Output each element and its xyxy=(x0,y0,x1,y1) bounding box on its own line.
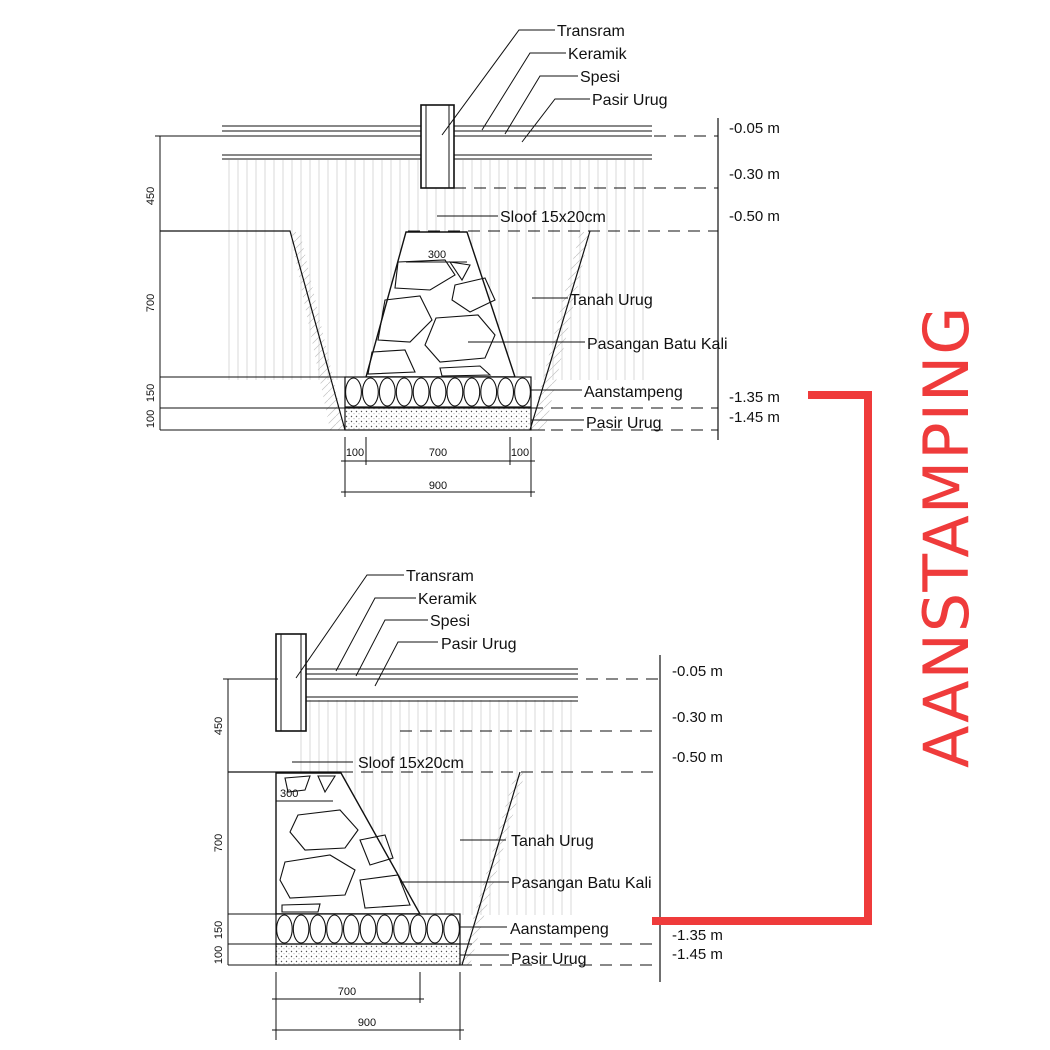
aanstampeng-stone xyxy=(395,377,413,407)
leaders-b xyxy=(292,574,509,956)
dim-b100-left-a: 100 xyxy=(346,447,364,459)
label-pasir-urug-top-b: Pasir Urug xyxy=(441,636,517,653)
aanstampeng-stones-a xyxy=(345,377,531,407)
aanstampeng-stone xyxy=(443,914,460,944)
detail-b: 450 700 150 100 300 700 900 Tr xyxy=(213,568,723,1040)
level-l3-a: -0.50 m xyxy=(729,208,780,225)
aanstampeng-stone xyxy=(376,914,394,944)
level-l5-a: -1.45 m xyxy=(729,409,780,426)
leaders-a xyxy=(437,29,590,421)
dim-450-a: 450 xyxy=(145,187,157,205)
label-tanah-urug-a: Tanah Urug xyxy=(570,292,653,309)
aanstampeng-stone xyxy=(326,914,343,944)
dim-150-b: 150 xyxy=(213,921,225,939)
dim-300-b: 300 xyxy=(280,788,298,800)
label-pasir-urug-bottom-b: Pasir Urug xyxy=(511,951,587,968)
level-l3-b: -0.50 m xyxy=(672,749,723,766)
callout-bracket xyxy=(652,391,872,925)
label-keramik-a: Keramik xyxy=(568,46,628,63)
dim-700-a: 700 xyxy=(145,294,157,312)
aanstampeng-stone xyxy=(446,377,464,407)
level-l1-a: -0.05 m xyxy=(729,120,780,137)
dim-b100-right-a: 100 xyxy=(511,447,529,459)
label-spesi-b: Spesi xyxy=(430,613,470,630)
label-transram-b: Transram xyxy=(406,568,474,585)
dim-b700-a: 700 xyxy=(429,447,447,459)
label-aanstampeng-b: Aanstampeng xyxy=(510,921,609,938)
label-sloof-b: Sloof 15x20cm xyxy=(358,755,464,772)
aanstampeng-stone xyxy=(497,377,515,407)
level-dashes-a xyxy=(408,135,718,431)
bottom-dims-a xyxy=(341,437,535,497)
aanstampeng-box-a xyxy=(344,376,532,408)
label-spesi-a: Spesi xyxy=(580,69,620,86)
stone-pattern-b xyxy=(279,775,411,913)
label-pasangan-b: Pasangan Batu Kali xyxy=(511,875,652,892)
label-pasir-urug-top-a: Pasir Urug xyxy=(592,92,668,109)
aanstampeng-stone xyxy=(361,377,379,407)
aanstampeng-stone xyxy=(292,914,310,944)
detail-a: 450 700 150 100 300 100 700 100 900 xyxy=(145,23,780,497)
aanstamping-callout: AANSTAMPING xyxy=(652,306,983,925)
aanstampeng-stone xyxy=(393,914,410,944)
aanstampeng-stone xyxy=(309,914,327,944)
excavation-outline-a xyxy=(160,230,591,431)
aanstampeng-stone xyxy=(480,377,498,407)
left-dim-a xyxy=(155,135,225,430)
level-dashes-b xyxy=(306,678,660,966)
aanstampeng-stone xyxy=(426,914,444,944)
aanstampeng-stone xyxy=(463,377,481,407)
level-l1-b: -0.05 m xyxy=(672,663,723,680)
left-dim-b xyxy=(223,678,278,965)
label-sloof-a: Sloof 15x20cm xyxy=(500,209,606,226)
level-l5-b: -1.45 m xyxy=(672,946,723,963)
aanstampeng-stone xyxy=(276,914,293,944)
bottom-dims-b xyxy=(272,972,464,1040)
callout-title: AANSTAMPING xyxy=(910,306,983,768)
aanstampeng-stone xyxy=(359,914,377,944)
dim-300-a: 300 xyxy=(428,249,446,261)
aanstampeng-stone xyxy=(514,377,531,407)
aanstampeng-stone xyxy=(412,377,430,407)
dim-100-b: 100 xyxy=(213,946,225,964)
aanstampeng-stone xyxy=(378,377,396,407)
label-transram-a: Transram xyxy=(557,23,625,40)
label-keramik-b: Keramik xyxy=(418,591,478,608)
aanstampeng-stone xyxy=(342,914,360,944)
dim-b900-b: 900 xyxy=(358,1017,376,1029)
aanstampeng-box-b xyxy=(275,913,461,945)
floor-layers-b xyxy=(298,668,578,702)
level-l2-a: -0.30 m xyxy=(729,166,780,183)
aanstampeng-stone xyxy=(345,377,362,407)
label-pasangan-a: Pasangan Batu Kali xyxy=(587,336,728,353)
aanstampeng-stone xyxy=(429,377,447,407)
level-l2-b: -0.30 m xyxy=(672,709,723,726)
label-pasir-urug-bottom-a: Pasir Urug xyxy=(586,415,662,432)
excavation-outline-b xyxy=(228,771,521,966)
aanstampeng-stones-b xyxy=(276,914,460,944)
aanstampeng-stone xyxy=(409,914,427,944)
label-aanstampeng-a: Aanstampeng xyxy=(584,384,683,401)
dim-b700-b: 700 xyxy=(338,986,356,998)
level-l4-a: -1.35 m xyxy=(729,389,780,406)
dim-450-b: 450 xyxy=(213,717,225,735)
dim-100-a: 100 xyxy=(145,410,157,428)
label-tanah-urug-b: Tanah Urug xyxy=(511,833,594,850)
pasir-urug-bottom-b xyxy=(275,943,461,966)
stone-pattern-a xyxy=(367,259,496,377)
dim-700-b: 700 xyxy=(213,834,225,852)
dim-b900-a: 900 xyxy=(429,480,447,492)
dim-150-a: 150 xyxy=(145,384,157,402)
ref-lines-b xyxy=(228,913,276,966)
level-l4-b: -1.35 m xyxy=(672,927,723,944)
pasir-urug-bottom-a xyxy=(344,407,532,431)
